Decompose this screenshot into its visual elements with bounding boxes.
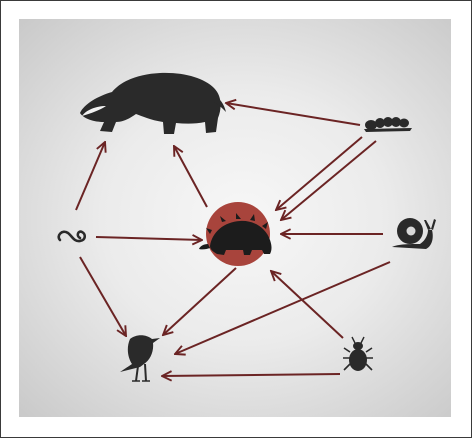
bird-icon bbox=[120, 335, 160, 382]
arrow-worm-to-badger bbox=[75, 142, 105, 211]
arrows-group bbox=[75, 103, 391, 376]
arrow-hedgehog-to-bird bbox=[163, 267, 237, 335]
beetle-icon bbox=[343, 336, 373, 371]
snail-icon bbox=[392, 218, 436, 249]
arrow-caterpillar-to-hedgehog bbox=[276, 136, 363, 210]
badger-icon bbox=[80, 72, 226, 134]
arrow-caterpillar-to-badger bbox=[226, 103, 361, 126]
hedgehog-icon bbox=[199, 213, 272, 255]
worm-icon bbox=[57, 230, 87, 243]
arrow-worm-to-hedgehog bbox=[95, 237, 202, 240]
arrow-caterpillar-to-hedgehog bbox=[281, 140, 377, 220]
arrow-snail-to-bird bbox=[175, 261, 391, 354]
arrow-beetle-to-bird bbox=[162, 374, 341, 376]
arrow-hedgehog-to-badger bbox=[174, 146, 208, 208]
arrow-worm-to-bird bbox=[79, 256, 126, 336]
arrow-beetle-to-hedgehog bbox=[271, 271, 344, 339]
caterpillar-icon bbox=[364, 117, 412, 132]
